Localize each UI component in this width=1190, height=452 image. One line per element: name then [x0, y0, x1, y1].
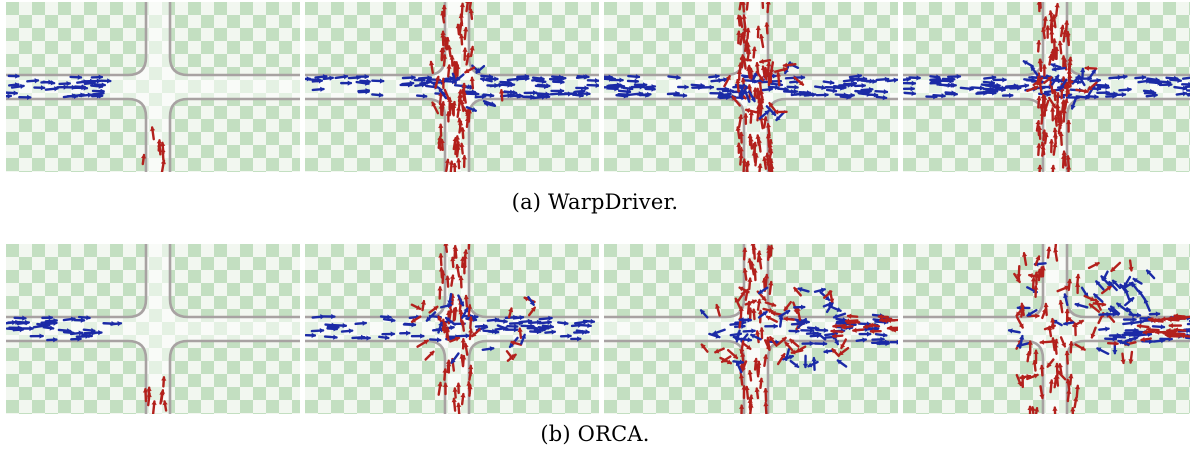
crossing-scene — [903, 244, 1190, 414]
agents-layer — [6, 315, 168, 414]
crossing-scene — [6, 2, 300, 172]
caption-orca: (b) ORCA. — [540, 422, 650, 446]
agents-layer — [6, 73, 166, 172]
crossing-scene — [604, 244, 898, 414]
orca-row — [0, 244, 1190, 416]
warpdriver-snapshot-2 — [305, 2, 599, 172]
agents-layer — [699, 244, 898, 414]
crossing-scene — [6, 244, 300, 414]
agents-layer — [903, 2, 1190, 172]
orca-snapshot-3 — [604, 244, 898, 414]
orca-snapshot-1 — [6, 244, 300, 414]
agents-layer — [305, 2, 599, 172]
warpdriver-snapshot-1 — [6, 2, 300, 172]
crossing-scene — [305, 2, 599, 172]
crossing-scene — [305, 244, 599, 414]
orca-snapshot-4 — [903, 244, 1190, 414]
crossing-scene — [604, 2, 898, 172]
crossing-scene — [903, 2, 1190, 172]
agents-layer — [604, 2, 898, 172]
agents-layer — [305, 244, 596, 414]
warpdriver-snapshot-4 — [903, 2, 1190, 172]
orca-snapshot-2 — [305, 244, 599, 414]
agents-layer — [1007, 244, 1190, 414]
caption-warpdriver: (a) WarpDriver. — [511, 190, 679, 214]
warpdriver-row — [0, 2, 1190, 174]
warpdriver-snapshot-3 — [604, 2, 898, 172]
